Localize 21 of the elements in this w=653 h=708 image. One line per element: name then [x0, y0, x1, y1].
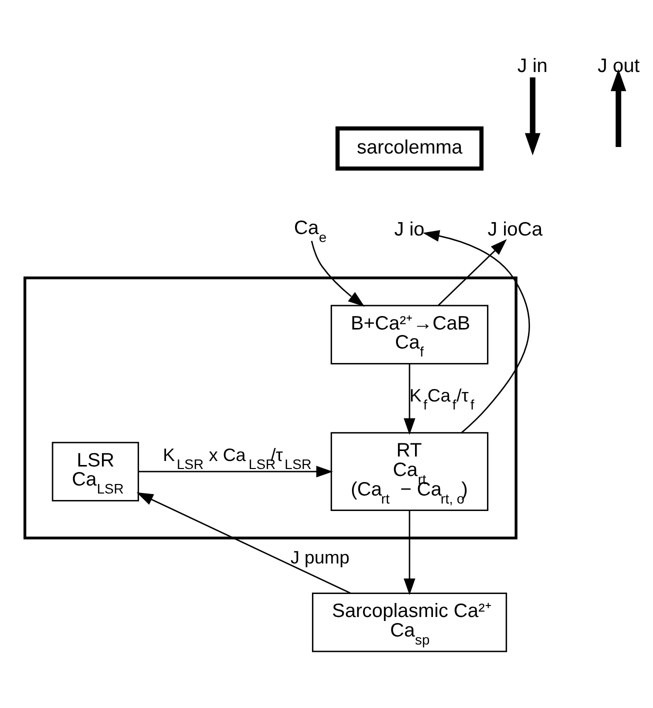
arrow	[310, 240, 365, 307]
arrow	[422, 230, 530, 434]
node-text: Ca$_{e}$	[294, 216, 327, 245]
arrow	[136, 492, 351, 594]
node-text: J io	[394, 218, 424, 240]
cluster	[24, 276, 518, 540]
arrow	[138, 466, 333, 478]
node-box: B+Ca²⁺→CaB Ca$_{f}$	[330, 304, 488, 364]
arrow	[404, 510, 416, 596]
arrow	[610, 68, 626, 148]
edge-label: K$_{f}$Ca$_{f}$/τ$_{f}$	[410, 386, 474, 413]
node-box: Sarcoplasmic Ca²⁺ Ca$_{sp}$	[312, 592, 508, 652]
node-text: J ioCa	[488, 218, 543, 240]
node-text: J out	[598, 55, 640, 78]
node-box: LSR Ca$_{LSR}$	[52, 442, 140, 502]
arrow	[404, 364, 416, 435]
edge-label: J pump	[290, 547, 350, 568]
arrow	[438, 239, 507, 306]
node-text: J in	[517, 55, 548, 78]
arrow	[524, 77, 540, 156]
edge-label: K$_{LSR}$ x Ca$_{LSR}$/τ$_{LSR}$	[162, 445, 312, 472]
